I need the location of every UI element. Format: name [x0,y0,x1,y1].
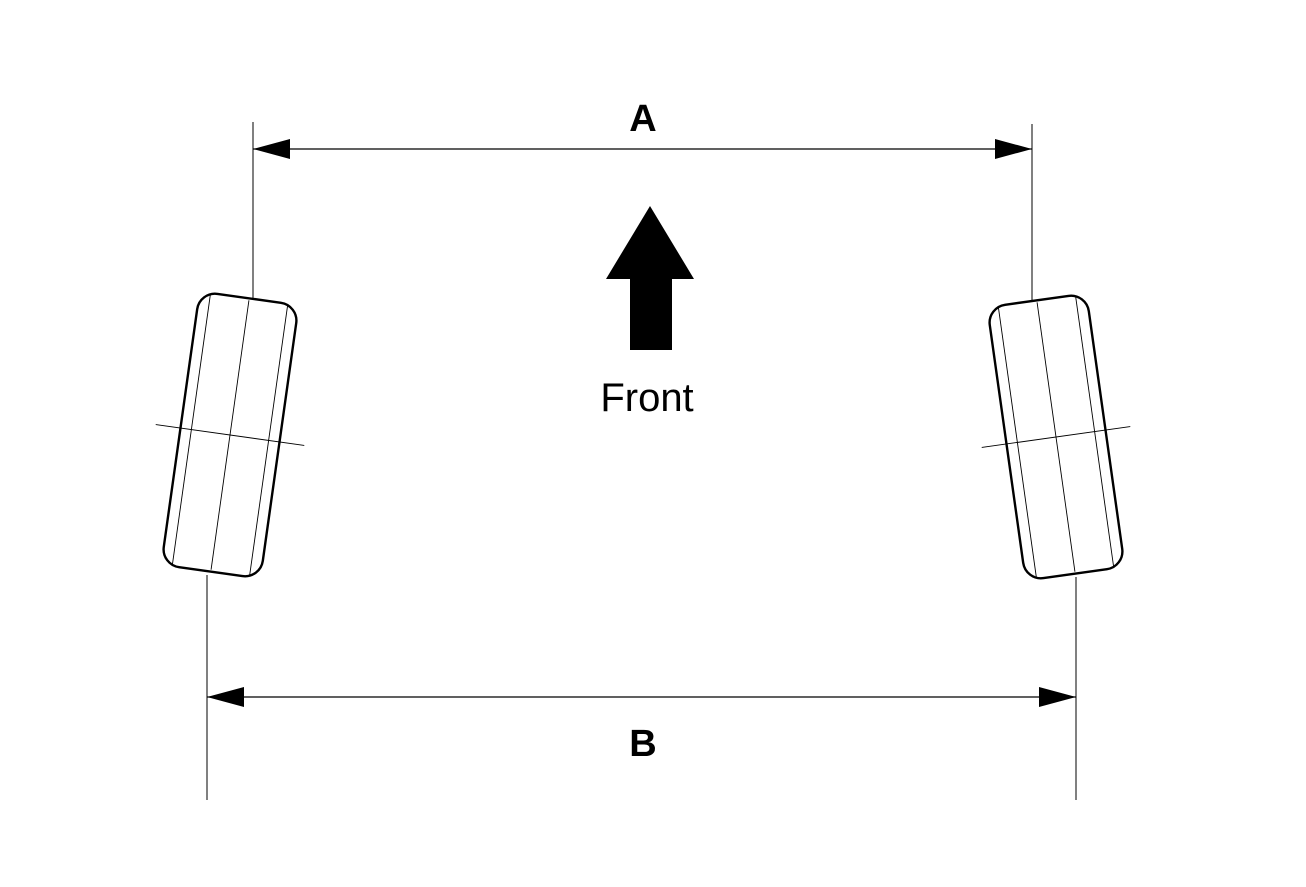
front-label: Front [600,376,693,420]
front-arrow-icon [606,206,694,350]
dimension-label-b: B [629,723,656,765]
dimension-b: B [207,687,1076,765]
arrowhead-b-right [1039,687,1076,707]
right-tire [981,294,1131,580]
arrowhead-a-left [253,139,290,159]
left-tire-axle-line [155,424,305,446]
right-tire-axle-line [981,426,1131,448]
arrowhead-a-right [995,139,1032,159]
dimension-label-a: A [629,98,656,140]
front-arrow: Front [600,206,694,420]
dimension-a: A [253,98,1032,159]
arrowhead-b-left [207,687,244,707]
left-tire [155,292,305,578]
